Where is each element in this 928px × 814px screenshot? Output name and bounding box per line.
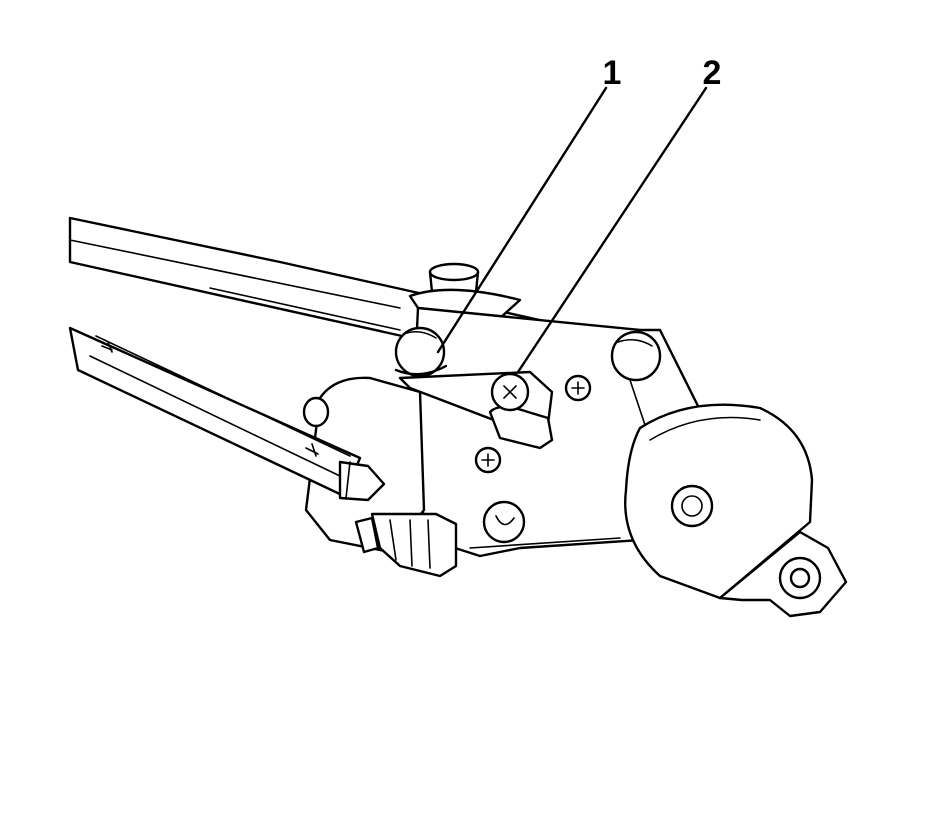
lower-arm-rod	[68, 326, 386, 502]
callout-1: 1	[603, 54, 622, 92]
electrical-connector	[354, 512, 458, 578]
housing-top-cap	[408, 262, 522, 320]
crank-arm	[398, 370, 554, 450]
leader-line-2	[516, 86, 708, 374]
mounting-screw	[564, 374, 592, 402]
callout-2: 2	[703, 54, 722, 92]
gear-cover-disc	[624, 403, 814, 600]
mounting-screw	[474, 446, 502, 474]
mounting-bracket	[718, 530, 848, 618]
pivot-ball	[394, 326, 448, 378]
right-pivot-ball	[610, 330, 662, 382]
callout-leader-lines	[436, 86, 708, 374]
leader-line-1	[436, 86, 608, 354]
